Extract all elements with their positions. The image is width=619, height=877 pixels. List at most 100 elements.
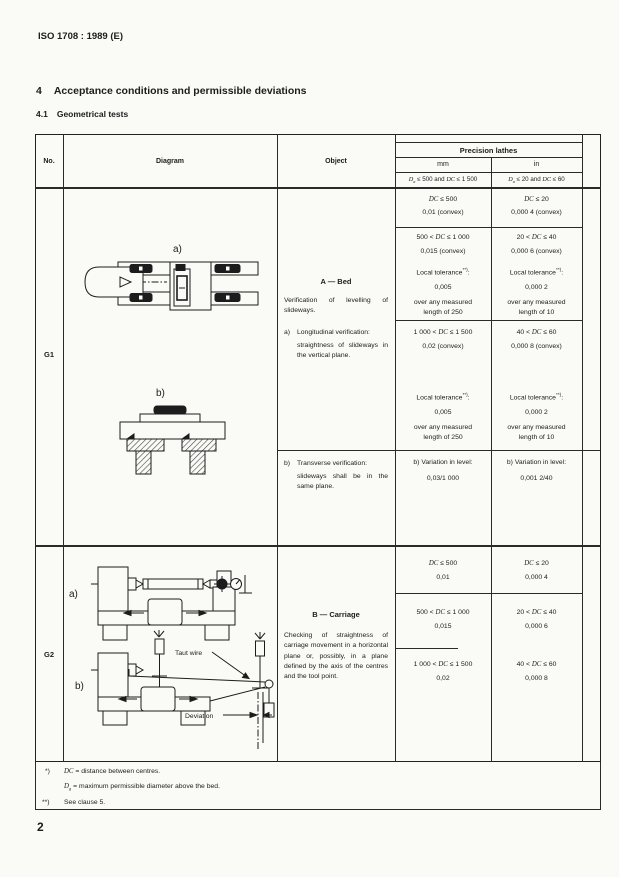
range-header-in: Da ≤ 20 and DC ≤ 60 — [508, 176, 565, 185]
carriage — [147, 598, 183, 626]
support-flange — [181, 438, 217, 452]
diagram-label-a: a) — [69, 589, 78, 600]
range-header-mm: Da ≤ 500 and DC ≤ 1 500 — [408, 176, 478, 185]
table-line — [395, 227, 582, 228]
g2-mm-r3: 1 000 < DC ≤ 1 500 0,02 — [395, 648, 491, 684]
machine-leg — [102, 624, 128, 641]
g1-in-r1: DC ≤ 20 0,000 4 (convex) — [491, 188, 582, 218]
machine-leg — [102, 710, 128, 726]
table-line — [395, 134, 396, 762]
tolerance-range: 500 < DC ≤ 1 000 — [416, 234, 470, 241]
table-line — [491, 157, 492, 762]
g2-in-r2: 20 < DC ≤ 40 0,000 6 — [491, 593, 582, 632]
test-number-g1: G1 — [43, 350, 54, 359]
variation-label: b) Variation in level: — [506, 459, 567, 466]
centre-cone — [135, 665, 145, 675]
level-vial — [175, 264, 186, 271]
microscope-icon — [152, 630, 167, 687]
diagram-label-b: b) — [156, 388, 165, 399]
g2-in-r1: DC ≤ 20 0,000 4 — [491, 545, 582, 583]
centre-point — [119, 276, 133, 288]
machine-leg — [204, 624, 230, 641]
g2-mm-r2: 500 < DC ≤ 1 000 0,015 — [395, 593, 491, 632]
dimension-arrow — [262, 711, 270, 719]
arrow-left — [117, 695, 127, 703]
tolerance-range: DC ≤ 500 — [428, 196, 458, 203]
local-tolerance-value: 0,000 2 — [525, 283, 548, 291]
test-mandrel — [142, 578, 204, 590]
headstock — [97, 652, 129, 698]
column-header-object: Object — [325, 158, 347, 165]
diagram-label-b: b) — [75, 681, 84, 692]
taut-wire-line — [128, 675, 266, 683]
tolerance-range: 500 < DC ≤ 1 000 — [416, 609, 470, 616]
tolerance-range: DC ≤ 20 — [524, 560, 549, 567]
centre-cone — [135, 579, 145, 589]
tolerance-value: 0,015 (convex) — [420, 248, 466, 256]
tolerance-range: 40 < DC ≤ 60 — [516, 661, 557, 668]
column-header-mm: mm — [437, 161, 449, 168]
tolerance-value: 0,000 4 — [525, 574, 548, 582]
local-tolerance-label: Local tolerance**): — [509, 268, 564, 277]
headstock-top-view — [84, 266, 144, 298]
table-line — [277, 134, 278, 762]
g1-mm-r3: 1 000 < DC ≤ 1 500 0,02 (convex) Local t… — [395, 320, 491, 443]
footnote-marker: *) — [45, 768, 50, 775]
table-line — [395, 142, 582, 143]
tolerance-range: DC ≤ 500 — [428, 560, 458, 567]
variation-label: b) Variation in level: — [413, 459, 473, 466]
item-title: Longitudinal verification: — [297, 328, 370, 336]
measured-length-text: over any measured — [413, 299, 473, 307]
g1-diagram: a) b) — [84, 244, 259, 475]
item-text: slideways shall be in the same plane. — [297, 473, 388, 491]
table-line — [395, 593, 582, 594]
table-frame — [35, 134, 601, 762]
tolerance-range: 1 000 < DC ≤ 1 500 — [413, 661, 473, 668]
object-intro: Verification of levelling of slideways. — [284, 297, 388, 315]
support-leg — [135, 450, 152, 475]
item-text: straightness of slideways in the vertica… — [297, 341, 388, 359]
pulley — [264, 679, 274, 689]
local-tolerance-value: 0,005 — [434, 283, 452, 291]
table-line — [63, 134, 64, 762]
column-header-diagram: Diagram — [155, 158, 184, 165]
tolerance-value: 0,02 (convex) — [422, 343, 464, 351]
diagram-label-a: a) — [173, 244, 182, 255]
g2-in-r3: 40 < DC ≤ 60 0,000 8 — [491, 648, 582, 684]
local-tolerance-label: Local tolerance**): — [509, 393, 564, 402]
table-line — [582, 134, 583, 762]
footnote-box — [35, 762, 601, 810]
bed-cross-section — [119, 421, 226, 440]
column-header-no: No. — [43, 158, 55, 165]
local-tolerance-label: Local tolerance**): — [416, 268, 470, 277]
column-header-in: in — [533, 161, 540, 168]
tolerance-value: 0,000 8 — [525, 675, 548, 683]
tolerance-value: 0,01 — [436, 574, 450, 582]
variation-value: 0,03/1 000 — [426, 475, 460, 483]
g1-mm-r2: 500 < DC ≤ 1 000 0,015 (convex) Local to… — [395, 227, 491, 318]
tolerance-value: 0,02 — [436, 675, 450, 683]
microscope-icon — [252, 632, 268, 689]
tolerance-range: 40 < DC ≤ 60 — [516, 329, 557, 336]
tolerance-value: 0,000 6 (convex) — [511, 248, 562, 256]
g1-object-cell: A — Bed Verification of levelling of sli… — [279, 188, 393, 361]
item-marker: a) — [284, 328, 291, 336]
footnote-text: See clause 5. — [64, 799, 106, 806]
measured-length-text: over any measured — [507, 299, 566, 307]
object-title: B — Carriage — [312, 610, 360, 619]
item-marker: b) — [284, 460, 291, 467]
arrow-right — [189, 695, 199, 703]
g2-object-cell: B — Carriage Checking of straightness of… — [279, 545, 393, 682]
g1-in-r3: 40 < DC ≤ 60 0,000 8 (convex) Local tole… — [491, 320, 582, 443]
g1-mm-r4: b) Variation in level: 0,03/1 000 — [395, 450, 491, 484]
page-number: 2 — [37, 820, 44, 834]
measured-length-text: length of 10 — [518, 309, 555, 317]
support-flange — [126, 438, 165, 452]
g2-mm-r1: DC ≤ 500 0,01 — [395, 545, 491, 583]
section-title: Acceptance conditions and permissible de… — [53, 85, 307, 97]
item-title: Transverse verification: — [297, 460, 368, 467]
deviation-label: Deviation — [185, 713, 214, 720]
object-title: A — Bed — [320, 277, 352, 286]
